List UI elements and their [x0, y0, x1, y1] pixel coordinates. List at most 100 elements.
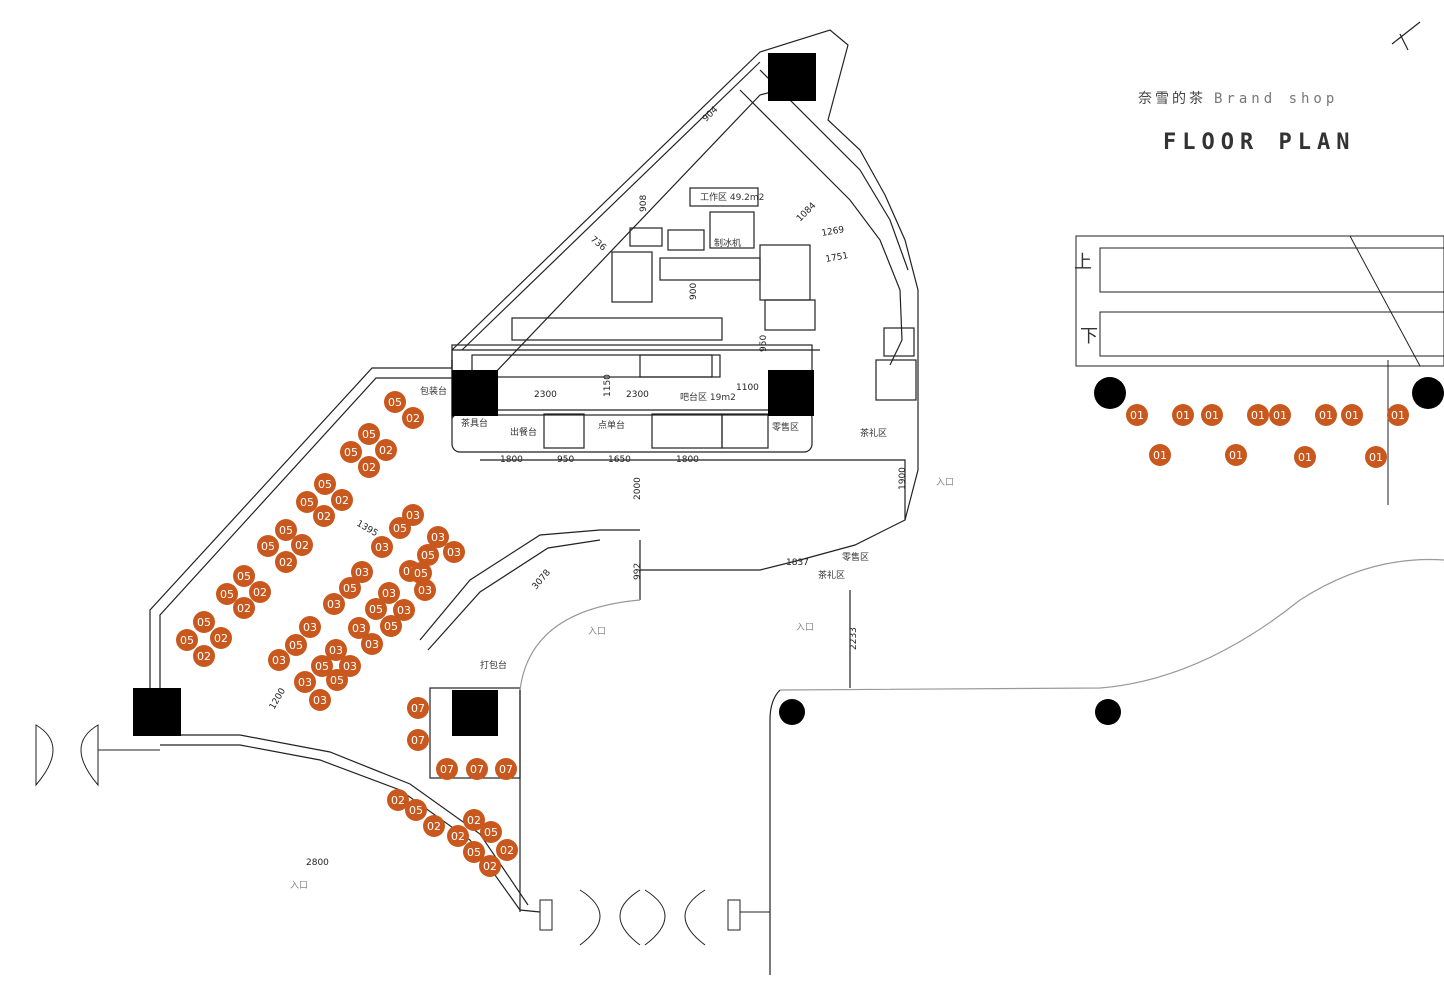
seat-tag: 01 — [1126, 404, 1148, 426]
seat-tag-number: 05 — [220, 588, 234, 601]
escalator-down-label: 下 — [1080, 326, 1098, 347]
pickup-label: 出餐台 — [510, 426, 537, 438]
seat-tag-circle — [479, 855, 501, 877]
seat-tag-circle — [410, 562, 432, 584]
seat-tag-circle — [365, 598, 387, 620]
seat-tag-number: 07 — [470, 763, 484, 776]
tea-counter-label: 茶具台 — [461, 417, 488, 429]
seat-tag-number: 03 — [329, 644, 343, 657]
seat-tag-circle — [1269, 404, 1291, 426]
seat-tag-circle — [257, 535, 279, 557]
seat-tag-number: 01 — [1205, 409, 1219, 422]
seat-tag: 01 — [1172, 404, 1194, 426]
seat-tag-circle — [233, 565, 255, 587]
seat-tag: 03 — [361, 633, 383, 655]
seat-tag-number: 05 — [289, 639, 303, 652]
seat-tag-circle — [1365, 446, 1387, 468]
seat-tag-circle — [193, 645, 215, 667]
seat-tag: 02 — [358, 456, 380, 478]
dimension-label: 1751 — [825, 251, 849, 265]
seat-tag-circle — [299, 616, 321, 638]
seat-tag-circle — [313, 505, 335, 527]
dimension-label: 950 — [759, 335, 769, 352]
seat-tag: 02 — [313, 505, 335, 527]
seat-tag: 05 — [340, 441, 362, 463]
seat-tag: 05 — [463, 841, 485, 863]
seat-tag: 02 — [233, 597, 255, 619]
seat-tag-number: 01 — [1229, 449, 1243, 462]
seat-tag: 05 — [314, 473, 336, 495]
seat-tag-circle — [358, 423, 380, 445]
seat-tag-circle — [384, 391, 406, 413]
seat-tag-number: 02 — [279, 556, 293, 569]
seat-tag: 05 — [257, 535, 279, 557]
dimension-label: 1100 — [736, 383, 759, 393]
seat-tag-number: 01 — [1251, 409, 1265, 422]
seat-tag-circle — [414, 579, 436, 601]
seat-tag-circle — [1149, 444, 1171, 466]
seat-tag: 02 — [479, 855, 501, 877]
seat-tag: 02 — [331, 489, 353, 511]
seat-tag-number: 05 — [362, 428, 376, 441]
seat-tag-circle — [463, 809, 485, 831]
seat-tag-circle — [423, 815, 445, 837]
seat-tag-circle — [326, 669, 348, 691]
seat-tag: 05 — [417, 544, 439, 566]
seat-tag-number: 02 — [406, 412, 420, 425]
seat-tag-circle — [323, 593, 345, 615]
seat-tag: 07 — [407, 729, 429, 751]
seat-tag-circle — [378, 582, 400, 604]
seat-tag: 01 — [1365, 446, 1387, 468]
seat-tag-number: 05 — [330, 674, 344, 687]
seat-tag-number: 01 — [1298, 451, 1312, 464]
seat-tag-number: 03 — [431, 531, 445, 544]
work-zone-label: 工作区 49.2m2 — [700, 191, 764, 203]
dimension-label: 1837 — [786, 558, 809, 568]
seat-tag-number: 03 — [298, 676, 312, 689]
seat-tag-number: 03 — [375, 541, 389, 554]
seat-tag-number: 05 — [409, 804, 423, 817]
seat-tag-number: 07 — [411, 734, 425, 747]
seat-tag-circle — [285, 634, 307, 656]
retail-label: 零售区 — [772, 421, 799, 433]
seat-tag-number: 05 — [197, 616, 211, 629]
seat-tag-number: 01 — [1176, 409, 1190, 422]
seat-tag-circle — [1294, 446, 1316, 468]
seat-tag: 02 — [447, 825, 469, 847]
seat-tag-circle — [436, 758, 458, 780]
seat-tag: 05 — [311, 655, 333, 677]
entrance-label-4: 入口 — [936, 477, 954, 488]
seat-tag-circle — [1315, 404, 1337, 426]
seat-tag-number: 02 — [335, 494, 349, 507]
seat-tag: 05 — [380, 615, 402, 637]
seat-tag: 07 — [436, 758, 458, 780]
seat-tag-circle — [1225, 444, 1247, 466]
shop-walls — [149, 29, 1444, 975]
seat-tag: 05 — [365, 598, 387, 620]
dimension-label: 736 — [588, 235, 608, 254]
seat-tag: 02 — [275, 551, 297, 573]
seat-tag: 02 — [210, 627, 232, 649]
seat-tag: 02 — [402, 407, 424, 429]
seat-tag: 05 — [193, 611, 215, 633]
seat-tag: 05 — [358, 423, 380, 445]
seat-tag: 05 — [410, 562, 432, 584]
seat-tag: 03 — [443, 541, 465, 563]
seat-tag: 07 — [407, 697, 429, 719]
seat-tag: 01 — [1247, 404, 1269, 426]
seat-tag-circle — [466, 758, 488, 780]
ice-label: 制冰机 — [714, 237, 741, 249]
seat-tag: 03 — [351, 561, 373, 583]
seat-tag: 03 — [299, 616, 321, 638]
seat-tag-number: 02 — [451, 830, 465, 843]
seat-tag: 05 — [326, 669, 348, 691]
seat-tag: 05 — [275, 519, 297, 541]
seat-tag: 03 — [339, 655, 361, 677]
seat-tag-circle — [417, 544, 439, 566]
dimension-label: 1800 — [676, 455, 699, 465]
seat-tag: 02 — [291, 534, 313, 556]
seat-tag-circle — [216, 583, 238, 605]
seat-tag-number: 01 — [1345, 409, 1359, 422]
